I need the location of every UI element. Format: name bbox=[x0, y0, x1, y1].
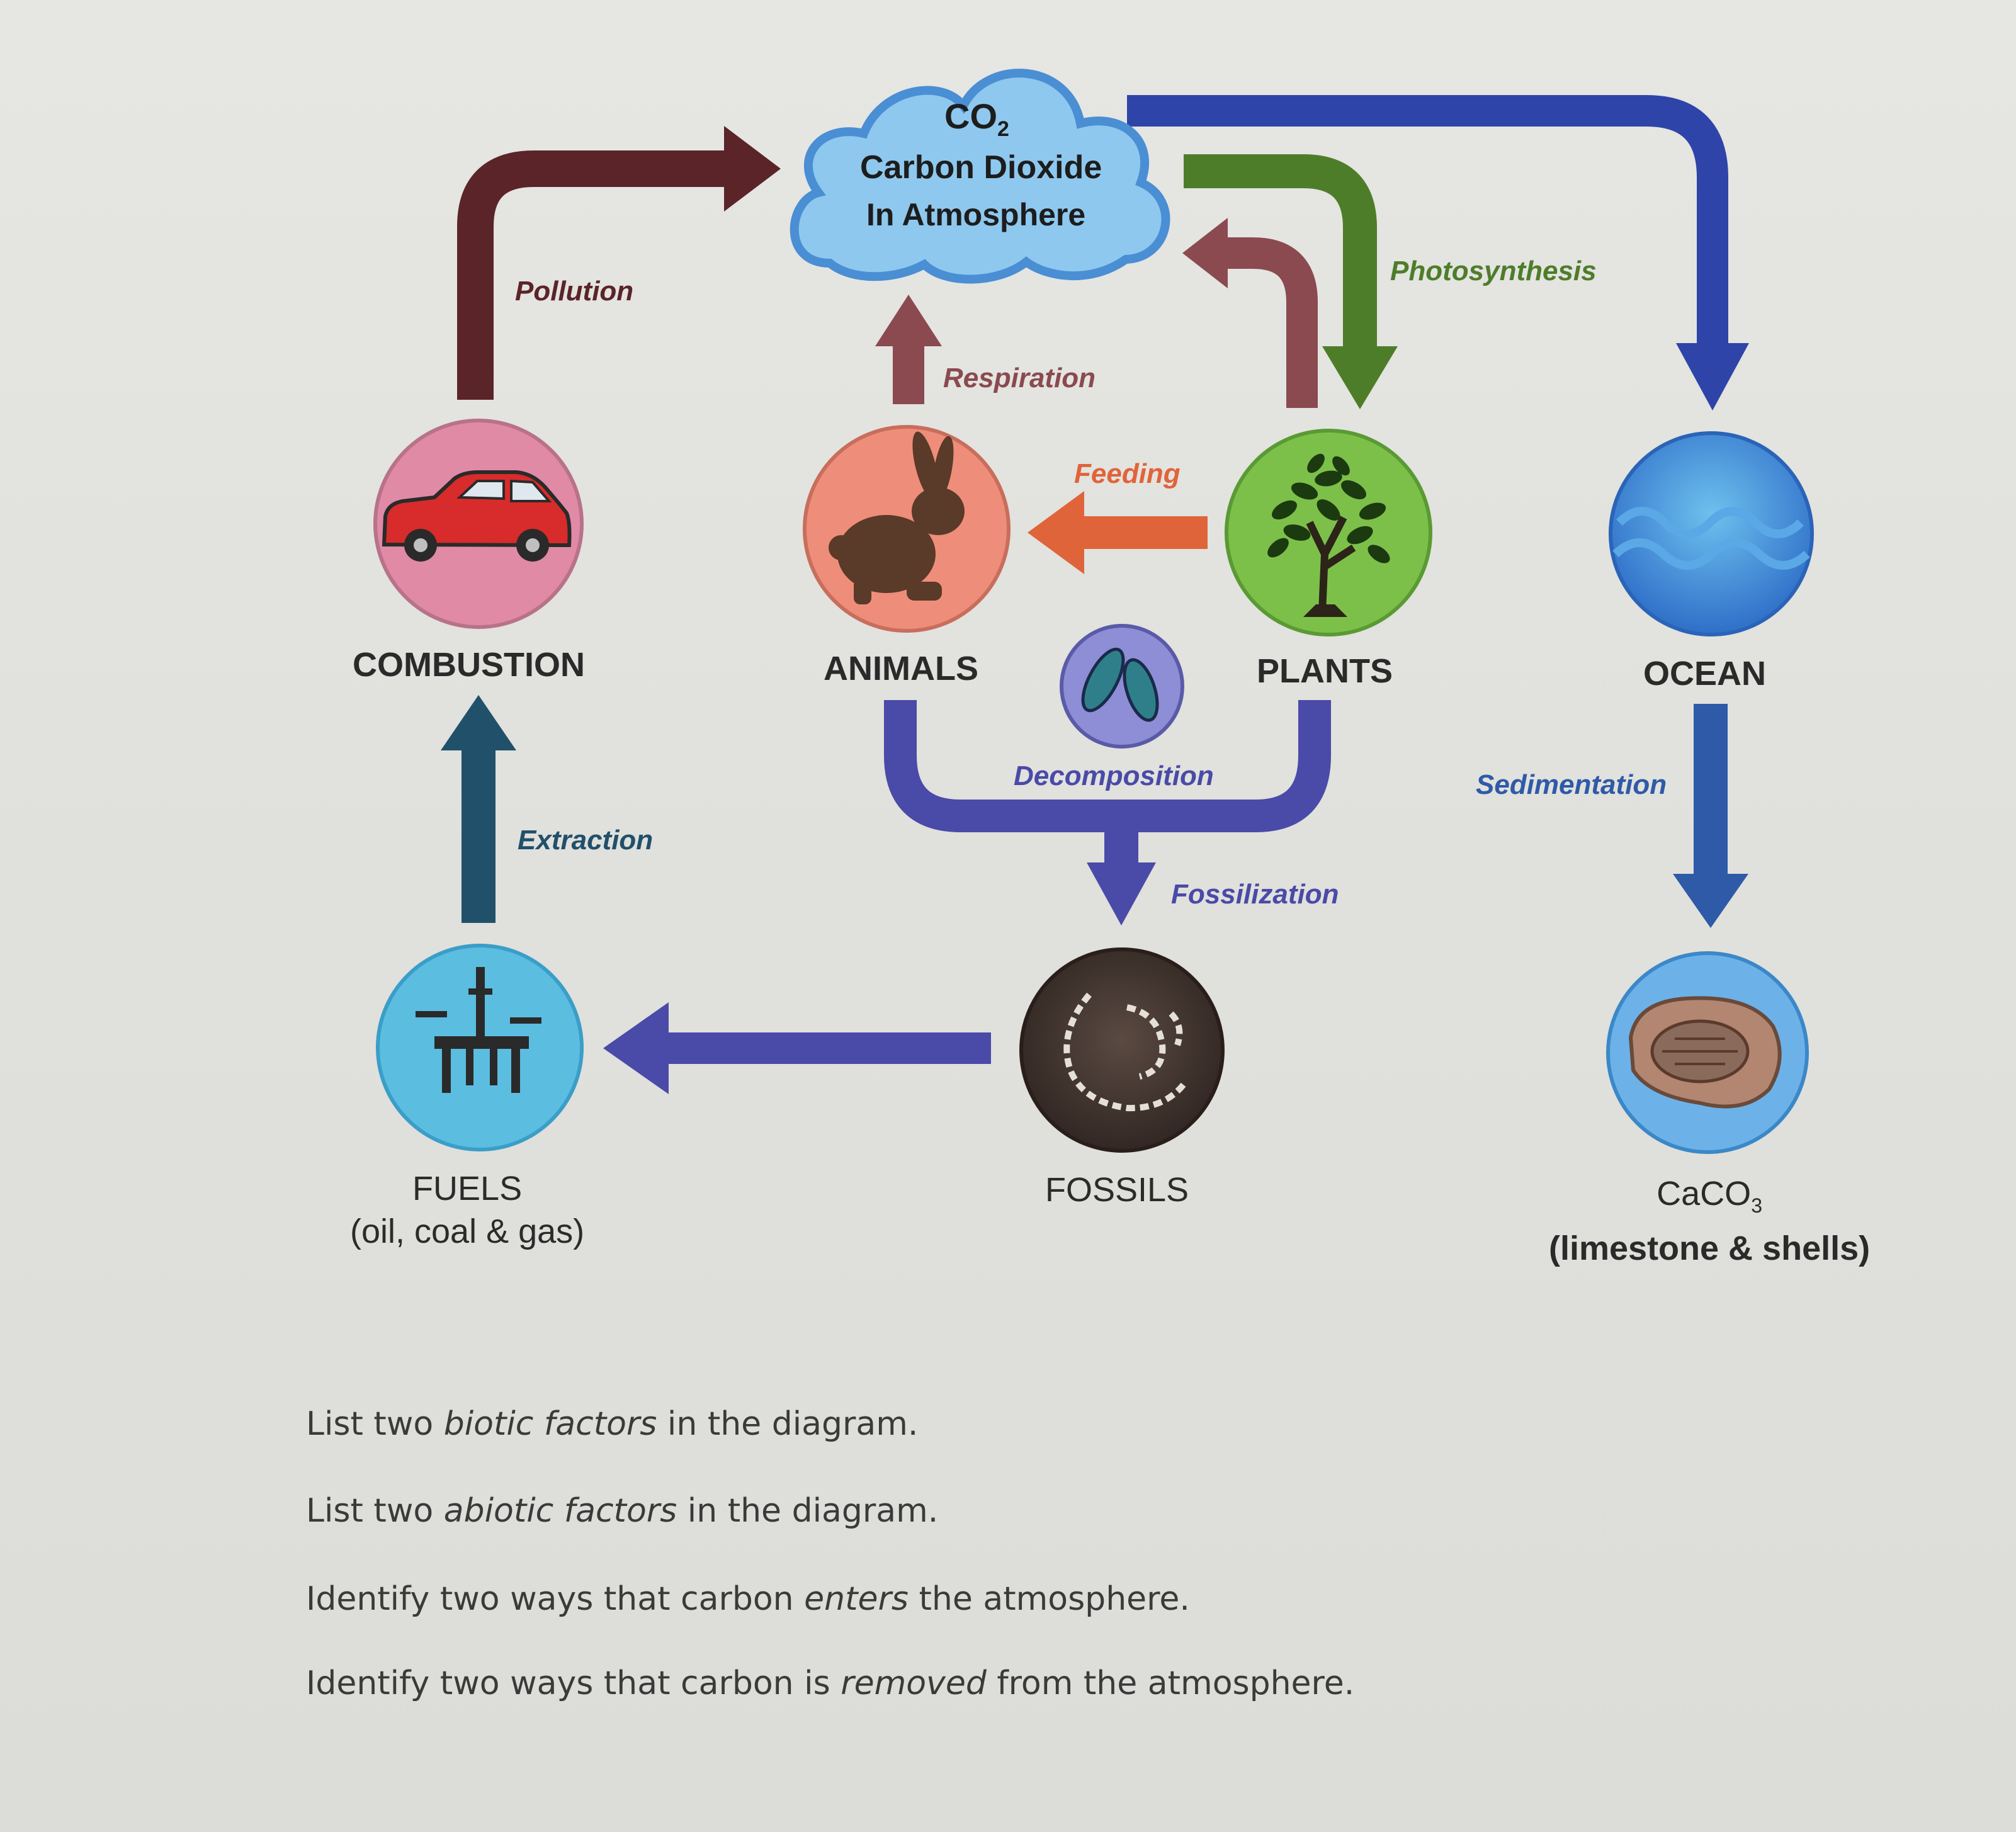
decomposers-node bbox=[1060, 624, 1184, 749]
pollution-label: Pollution bbox=[515, 276, 634, 307]
question-2-emphasis: abiotic factors bbox=[443, 1492, 677, 1530]
co2-formula-main: CO bbox=[944, 96, 997, 136]
ocean-node bbox=[1609, 431, 1814, 636]
question-1: List two biotic factors in the diagram. bbox=[306, 1405, 918, 1443]
cloud-formula: CO2 bbox=[944, 96, 1009, 142]
caco3-label: CaCO3 (limestone & shells) bbox=[1549, 1172, 1870, 1270]
respiration-arrow bbox=[875, 295, 942, 404]
question-2-before: List two bbox=[306, 1492, 444, 1530]
fuels-node bbox=[376, 944, 584, 1151]
cloud-line-2: In Atmosphere bbox=[866, 197, 1086, 232]
caco3-formula-main: CaCO bbox=[1656, 1175, 1752, 1213]
fuels-label-line-2: (oil, coal & gas) bbox=[350, 1213, 585, 1250]
extraction-label: Extraction bbox=[518, 825, 654, 856]
rabbit-icon bbox=[829, 431, 965, 604]
oil-rig-icon bbox=[416, 967, 541, 1093]
question-1-before: List two bbox=[306, 1405, 444, 1443]
question-4: Identify two ways that carbon is removed… bbox=[306, 1665, 1354, 1702]
sedimentation-label: Sedimentation bbox=[1476, 769, 1667, 800]
cloud-line-1: Carbon Dioxide bbox=[860, 149, 1102, 186]
shell-fossil-icon bbox=[1628, 996, 1782, 1109]
question-3: Identify two ways that carbon enters the… bbox=[306, 1580, 1190, 1618]
fossil-skeleton-icon bbox=[1063, 992, 1187, 1112]
plants-node bbox=[1225, 429, 1432, 636]
tree-icon bbox=[1267, 453, 1390, 617]
question-3-before: Identify two ways that carbon bbox=[306, 1580, 805, 1618]
extraction-arrow bbox=[441, 695, 516, 923]
photosynthesis-arrow bbox=[1184, 154, 1398, 409]
sedimentation-arrow bbox=[1673, 704, 1748, 928]
feeding-label: Feeding bbox=[1074, 458, 1181, 489]
caco3-formula-subscript: 3 bbox=[1751, 1194, 1762, 1217]
co2-formula-subscript: 2 bbox=[997, 117, 1009, 142]
fossils-label: FOSSILS bbox=[1045, 1171, 1189, 1209]
question-1-after: in the diagram. bbox=[657, 1405, 919, 1443]
combustion-label: COMBUSTION bbox=[353, 646, 585, 684]
atmosphere-cloud bbox=[790, 69, 1170, 284]
question-2: List two abiotic factors in the diagram. bbox=[306, 1492, 938, 1530]
waves-icon bbox=[1612, 507, 1810, 570]
question-4-after: from the atmosphere. bbox=[986, 1665, 1355, 1702]
question-4-emphasis: removed bbox=[841, 1665, 987, 1702]
atmosphere-to-ocean-arrow bbox=[1127, 95, 1749, 410]
decomposition-label: Decomposition bbox=[1014, 761, 1214, 791]
car-icon bbox=[382, 470, 572, 562]
respiration-label: Respiration bbox=[943, 363, 1096, 393]
question-3-emphasis: enters bbox=[804, 1580, 909, 1618]
plant-respiration-arrow bbox=[1182, 218, 1318, 408]
caco3-label-line-2: (limestone & shells) bbox=[1549, 1229, 1871, 1267]
caco3-node bbox=[1606, 951, 1809, 1154]
fossilization-label: Fossilization bbox=[1171, 879, 1339, 910]
question-4-before: Identify two ways that carbon is bbox=[306, 1665, 841, 1702]
bacteria-icon bbox=[1081, 647, 1159, 722]
fuels-label: FUELS (oil, coal & gas) bbox=[350, 1167, 584, 1253]
animals-label: ANIMALS bbox=[824, 650, 978, 687]
question-1-emphasis: biotic factors bbox=[443, 1405, 657, 1443]
fuels-label-line-1: FUELS bbox=[412, 1170, 523, 1207]
fossils-to-fuels-arrow bbox=[603, 1002, 991, 1094]
combustion-node bbox=[373, 419, 584, 629]
pollution-arrow bbox=[457, 126, 781, 400]
caco3-formula: CaCO3 bbox=[1549, 1172, 1870, 1227]
decomposition-arrow bbox=[884, 700, 1331, 925]
fossils-node bbox=[1019, 947, 1225, 1153]
question-2-after: in the diagram. bbox=[677, 1492, 939, 1530]
animals-node bbox=[803, 425, 1011, 633]
plants-label: PLANTS bbox=[1257, 652, 1393, 690]
ocean-label: OCEAN bbox=[1643, 655, 1767, 693]
photosynthesis-label: Photosynthesis bbox=[1390, 256, 1597, 286]
question-3-after: the atmosphere. bbox=[908, 1580, 1190, 1618]
feeding-arrow bbox=[1028, 491, 1208, 574]
